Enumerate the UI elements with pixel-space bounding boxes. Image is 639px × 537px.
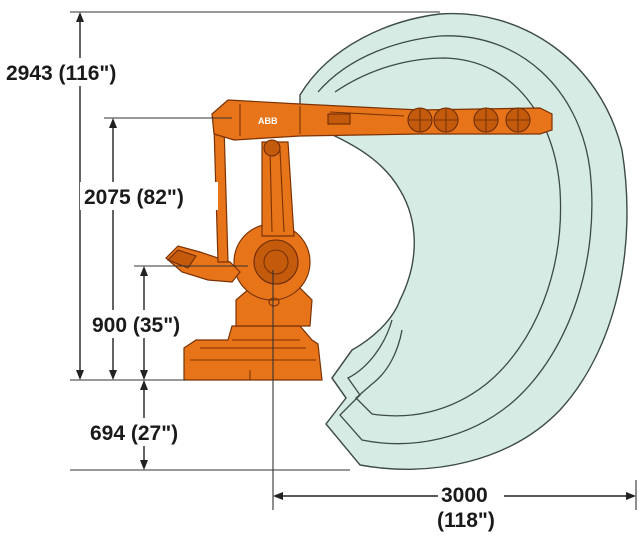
dimension-labels: 2943 (116") 2075 (82") 900 (35") 694 (27…: [2, 58, 504, 532]
robot-arm-plate: [327, 113, 351, 125]
robot-upper-arm-detail: [239, 104, 405, 136]
arrow-reach-left: [273, 492, 283, 500]
arrow-arm-top: [109, 118, 117, 128]
arrow-joint-bottom: [140, 370, 148, 380]
label-reach-mm: 3000: [441, 484, 488, 507]
arrow-total-top: [76, 12, 84, 22]
envelope-middle: [317, 35, 593, 445]
label-lower-reach: 694 (27"): [90, 422, 178, 445]
arrow-lower-bottom: [140, 460, 148, 470]
label-bg-arm: [80, 182, 218, 210]
robot-elbow-joint: [263, 139, 281, 157]
working-envelope: [299, 12, 628, 470]
arrow-arm-bottom: [109, 370, 117, 380]
robot-lower-arm-detail: [269, 149, 285, 233]
robot-shoulder-joint: [253, 239, 299, 285]
robot-lower-arm: [261, 141, 295, 237]
label-arm-height: 2075 (82"): [84, 186, 184, 209]
label-bg-joint: [88, 310, 206, 338]
label-bg-total: [2, 58, 160, 86]
arrow-reach-right: [626, 492, 636, 500]
envelope-outer: [299, 12, 628, 470]
industrial-robot: ABB: [165, 99, 553, 381]
envelope-inner: [334, 57, 562, 417]
robot-upper-arm: [211, 99, 553, 141]
arrow-total-bottom: [76, 370, 84, 380]
envelope-notch-line: [331, 349, 353, 399]
robot-shoulder-hub: [263, 249, 289, 275]
label-bg-lower: [86, 418, 208, 446]
robot-wrist-crosshairs: [408, 108, 530, 132]
label-bg-reach: [438, 482, 504, 504]
arrow-joint-top: [140, 266, 148, 276]
robot-base-shading: [190, 339, 316, 380]
label-reach-in: (118"): [437, 509, 495, 532]
robot-housing-port: [268, 297, 280, 307]
robot-counterweight-detail: [167, 249, 197, 269]
robot-logo: ABB: [258, 116, 278, 126]
label-joint-height: 900 (35"): [92, 314, 180, 337]
label-total-height: 2943 (116"): [6, 62, 116, 85]
arrow-lower-top: [140, 380, 148, 390]
